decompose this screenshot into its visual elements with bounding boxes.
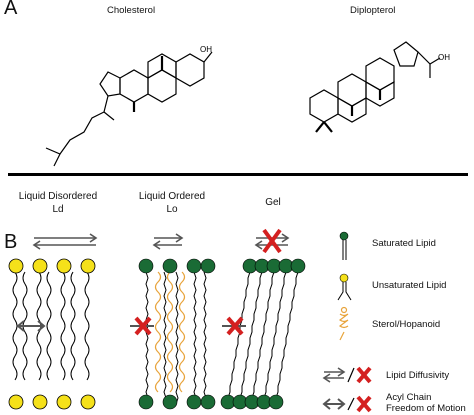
cholesterol-oh-label: OH [200, 45, 212, 54]
phase-lo-label: Liquid Ordered Lo [122, 190, 222, 216]
cholesterol-title: Cholesterol [107, 5, 156, 16]
diplopterol-structure [309, 41, 441, 133]
phase-ld-label: Liquid Disordered Ld [2, 190, 114, 216]
saturated-lipid-icon [339, 231, 349, 260]
phase-lo-abbr: Lo [166, 204, 178, 215]
phase-ld-abbr: Ld [52, 204, 64, 215]
legend-acyl-line1: Acyl Chain [386, 392, 432, 403]
legend-sterol-label: Sterol/Hopanoid [372, 319, 441, 330]
diffusivity-arrow-icon [322, 366, 372, 384]
legend-saturated-label: Saturated Lipid [372, 238, 436, 249]
diplopterol-title: Diplopterol [350, 5, 396, 16]
lo-acyl-blocked-icon [130, 316, 154, 336]
panel-b-letter: B [4, 231, 18, 253]
legend-acyl-line2: Freedom of Motion [386, 403, 466, 414]
ld-membrane [8, 233, 98, 410]
gel-acyl-blocked-icon [222, 316, 246, 336]
unsaturated-lipid-icon [337, 273, 352, 301]
gel-diffusivity-blocked-icon [254, 228, 290, 254]
legend-acyl-label: Acyl Chain Freedom of Motion [386, 392, 472, 414]
ld-acyl-arrow-icon [16, 320, 46, 332]
lo-diffusivity-arrow-icon [152, 233, 184, 250]
phase-gel-label: Gel [238, 196, 308, 209]
phase-lo-name: Liquid Ordered [138, 191, 206, 202]
gel-membrane [220, 228, 306, 410]
phase-gel-name: Gel [265, 197, 281, 208]
acyl-chain-icon [322, 395, 372, 413]
phase-ld-name: Liquid Disordered [18, 191, 98, 202]
diplopterol-oh-label: OH [438, 53, 450, 62]
panel-a-letter: A [4, 0, 18, 19]
legend-diffusivity-label: Lipid Diffusivity [386, 370, 450, 381]
sterol-icon [338, 306, 349, 341]
section-divider [8, 173, 468, 176]
legend-unsaturated-label: Unsaturated Lipid [372, 280, 447, 291]
lo-membrane [130, 233, 216, 410]
cholesterol-structure [45, 51, 213, 167]
ld-diffusivity-arrow-icon [32, 233, 98, 250]
